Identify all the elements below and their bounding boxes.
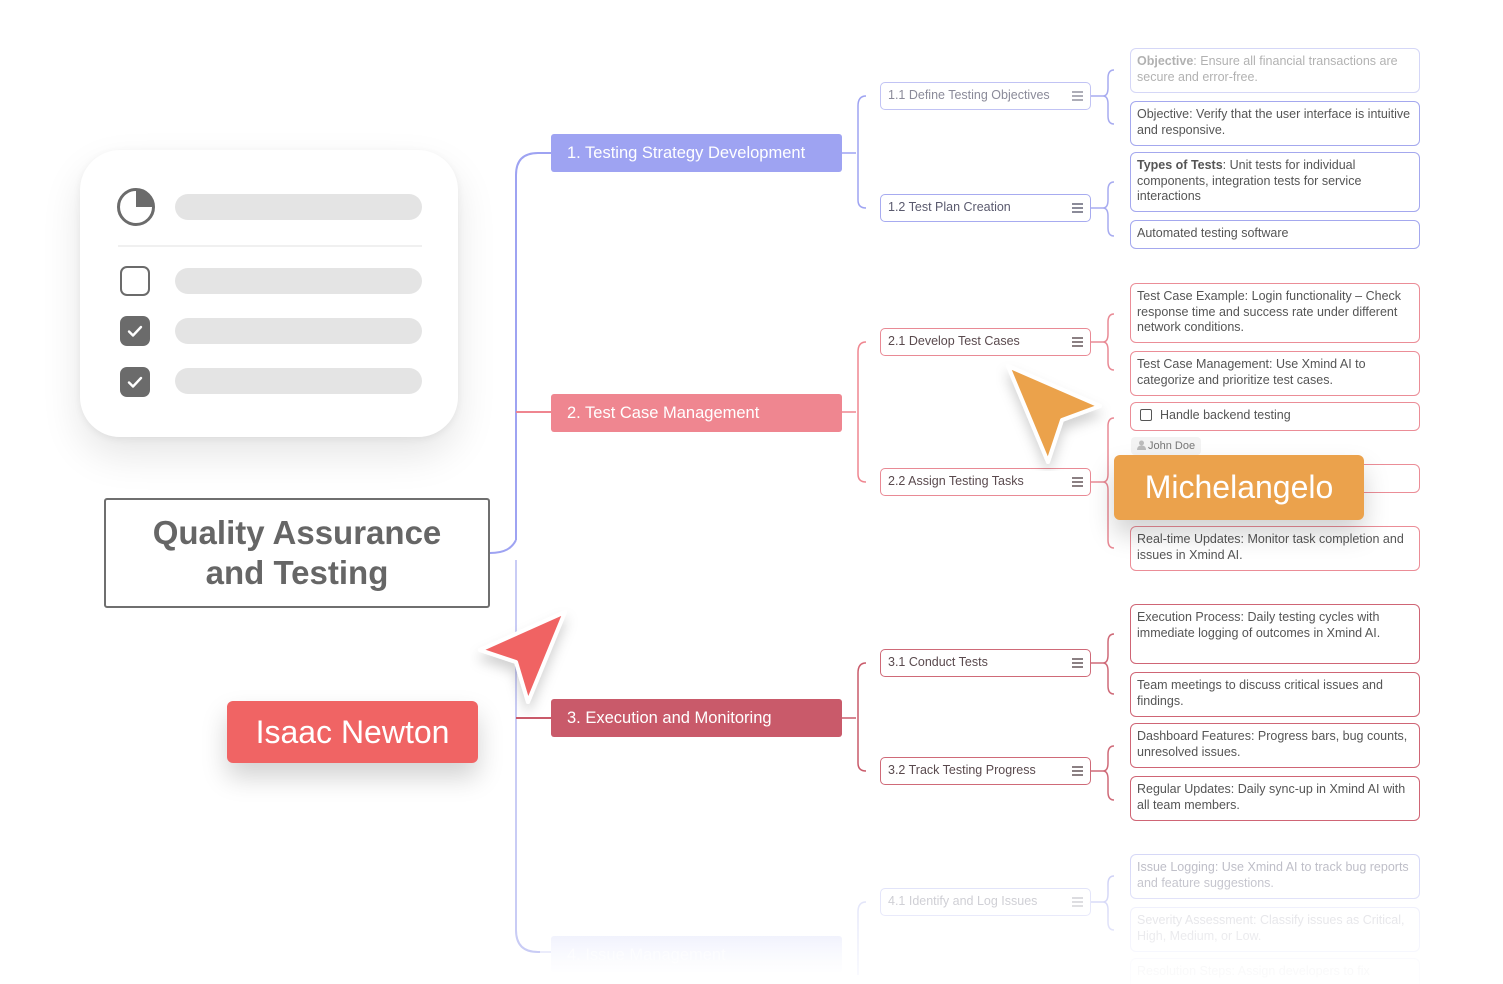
subtopic-track-progress[interactable]: 3.2 Track Testing Progress <box>880 757 1091 785</box>
person-icon <box>1137 440 1146 450</box>
cursor-arrow-icon <box>478 610 567 704</box>
leaf-execution-process[interactable]: Execution Process: Daily testing cycles … <box>1130 604 1420 664</box>
branch-execution-monitoring[interactable]: 3. Execution and Monitoring <box>551 699 842 737</box>
leaf-text: Objective: Verify that the user interfac… <box>1137 107 1411 137</box>
leaf-key: Types of Tests <box>1137 158 1223 172</box>
leaf-severity-assessment[interactable]: Severity Assessment: Classify issues as … <box>1130 907 1420 952</box>
branch-test-case-management[interactable]: 2. Test Case Management <box>551 394 842 432</box>
subtopic-label: 3.1 Conduct Tests <box>888 655 988 669</box>
subtopic-develop-test-cases[interactable]: 2.1 Develop Test Cases <box>880 328 1091 356</box>
leaf-automated-software[interactable]: Automated testing software <box>1130 220 1420 249</box>
checkbox-empty-icon[interactable] <box>120 266 150 296</box>
leaf-handle-backend-task[interactable]: Handle backend testing <box>1130 402 1420 431</box>
subtopic-label: 2.1 Develop Test Cases <box>888 334 1020 348</box>
branch-issue-management[interactable]: 4. Issue Management <box>551 936 842 972</box>
subtopic-identify-issues[interactable]: 4.1 Identify and Log Issues <box>880 888 1091 916</box>
placeholder-bar <box>175 268 422 294</box>
leaf-text: : Unit tests for individual components, … <box>1137 158 1362 203</box>
notes-icon[interactable] <box>1072 91 1083 103</box>
cursor-arrow-icon <box>1006 364 1102 464</box>
notes-icon[interactable] <box>1072 897 1083 909</box>
leaf-text: Test Case Management: Use Xmind AI to ca… <box>1137 357 1366 387</box>
leaf-text: Team meetings to discuss critical issues… <box>1137 678 1383 708</box>
notes-icon[interactable] <box>1072 658 1083 670</box>
subtopic-define-objectives[interactable]: 1.1 Define Testing Objectives <box>880 82 1091 110</box>
subtopic-label: 2.2 Assign Testing Tasks <box>888 474 1024 488</box>
central-topic[interactable]: Quality Assurance and Testing <box>104 498 490 608</box>
central-topic-line1: Quality Assurance <box>152 514 442 551</box>
leaf-text: Severity Assessment: Classify issues as … <box>1137 913 1405 943</box>
notes-icon[interactable] <box>1072 337 1083 349</box>
branch-testing-strategy[interactable]: 1. Testing Strategy Development <box>551 134 842 172</box>
notes-icon[interactable] <box>1072 766 1083 778</box>
subtopic-label: 4.1 Identify and Log Issues <box>888 894 1038 908</box>
leaf-text: : Ensure all financial transactions are … <box>1137 54 1398 84</box>
leaf-text: Handle backend testing <box>1160 408 1291 422</box>
subtopic-label: 3.2 Track Testing Progress <box>888 763 1036 777</box>
subtopic-conduct-tests[interactable]: 3.1 Conduct Tests <box>880 649 1091 677</box>
leaf-test-case-management[interactable]: Test Case Management: Use Xmind AI to ca… <box>1130 351 1420 396</box>
leaf-types-of-tests[interactable]: Types of Tests: Unit tests for individua… <box>1130 152 1420 212</box>
leaf-resolution-steps[interactable]: Resolution Steps: Assign developers to f… <box>1130 958 1420 984</box>
placeholder-bar <box>175 194 422 220</box>
pie-chart-icon <box>117 188 155 226</box>
subtopic-assign-tasks[interactable]: 2.2 Assign Testing Tasks <box>880 468 1091 496</box>
leaf-key: Objective <box>1137 54 1194 68</box>
checkbox-checked-icon[interactable] <box>120 316 150 346</box>
leaf-text: Real-time Updates: Monitor task completi… <box>1137 532 1404 562</box>
placeholder-bar <box>175 318 422 344</box>
leaf-dashboard-features[interactable]: Dashboard Features: Progress bars, bug c… <box>1130 723 1420 768</box>
leaf-text: Resolution Steps: Assign developers to f… <box>1137 964 1370 978</box>
collaborator-label-newton: Isaac Newton <box>227 701 478 763</box>
assignee-name: John Doe <box>1148 440 1196 452</box>
notes-icon[interactable] <box>1072 203 1083 215</box>
assignee-tag[interactable]: John Doe <box>1131 437 1202 455</box>
leaf-objective-ui[interactable]: Objective: Verify that the user interfac… <box>1130 101 1420 146</box>
leaf-text: Issue Logging: Use Xmind AI to track bug… <box>1137 860 1409 890</box>
checkbox-checked-icon[interactable] <box>120 367 150 397</box>
notes-icon[interactable] <box>1072 477 1083 489</box>
leaf-text: Automated testing software <box>1137 226 1289 240</box>
subtopic-label: 1.1 Define Testing Objectives <box>888 88 1050 102</box>
subtopic-label: 1.2 Test Plan Creation <box>888 200 1011 214</box>
leaf-issue-logging[interactable]: Issue Logging: Use Xmind AI to track bug… <box>1130 854 1420 899</box>
leaf-text: Dashboard Features: Progress bars, bug c… <box>1137 729 1408 759</box>
collaborator-label-michelangelo: Michelangelo <box>1114 455 1364 520</box>
leaf-regular-updates[interactable]: Regular Updates: Daily sync-up in Xmind … <box>1130 776 1420 821</box>
leaf-team-meetings[interactable]: Team meetings to discuss critical issues… <box>1130 672 1420 717</box>
leaf-text: Test Case Example: Login functionality –… <box>1137 289 1402 334</box>
task-checkbox-icon[interactable] <box>1140 409 1152 421</box>
card-divider <box>118 245 422 247</box>
checklist-card <box>80 150 458 437</box>
leaf-text: Regular Updates: Daily sync-up in Xmind … <box>1137 782 1406 812</box>
leaf-realtime-updates[interactable]: Real-time Updates: Monitor task completi… <box>1130 526 1420 571</box>
leaf-objective-financial[interactable]: Objective: Ensure all financial transact… <box>1130 48 1420 93</box>
placeholder-bar <box>175 368 422 394</box>
leaf-text: Execution Process: Daily testing cycles … <box>1137 610 1381 640</box>
central-topic-line2: and Testing <box>205 554 389 591</box>
leaf-test-case-example[interactable]: Test Case Example: Login functionality –… <box>1130 283 1420 343</box>
subtopic-test-plan[interactable]: 1.2 Test Plan Creation <box>880 194 1091 222</box>
